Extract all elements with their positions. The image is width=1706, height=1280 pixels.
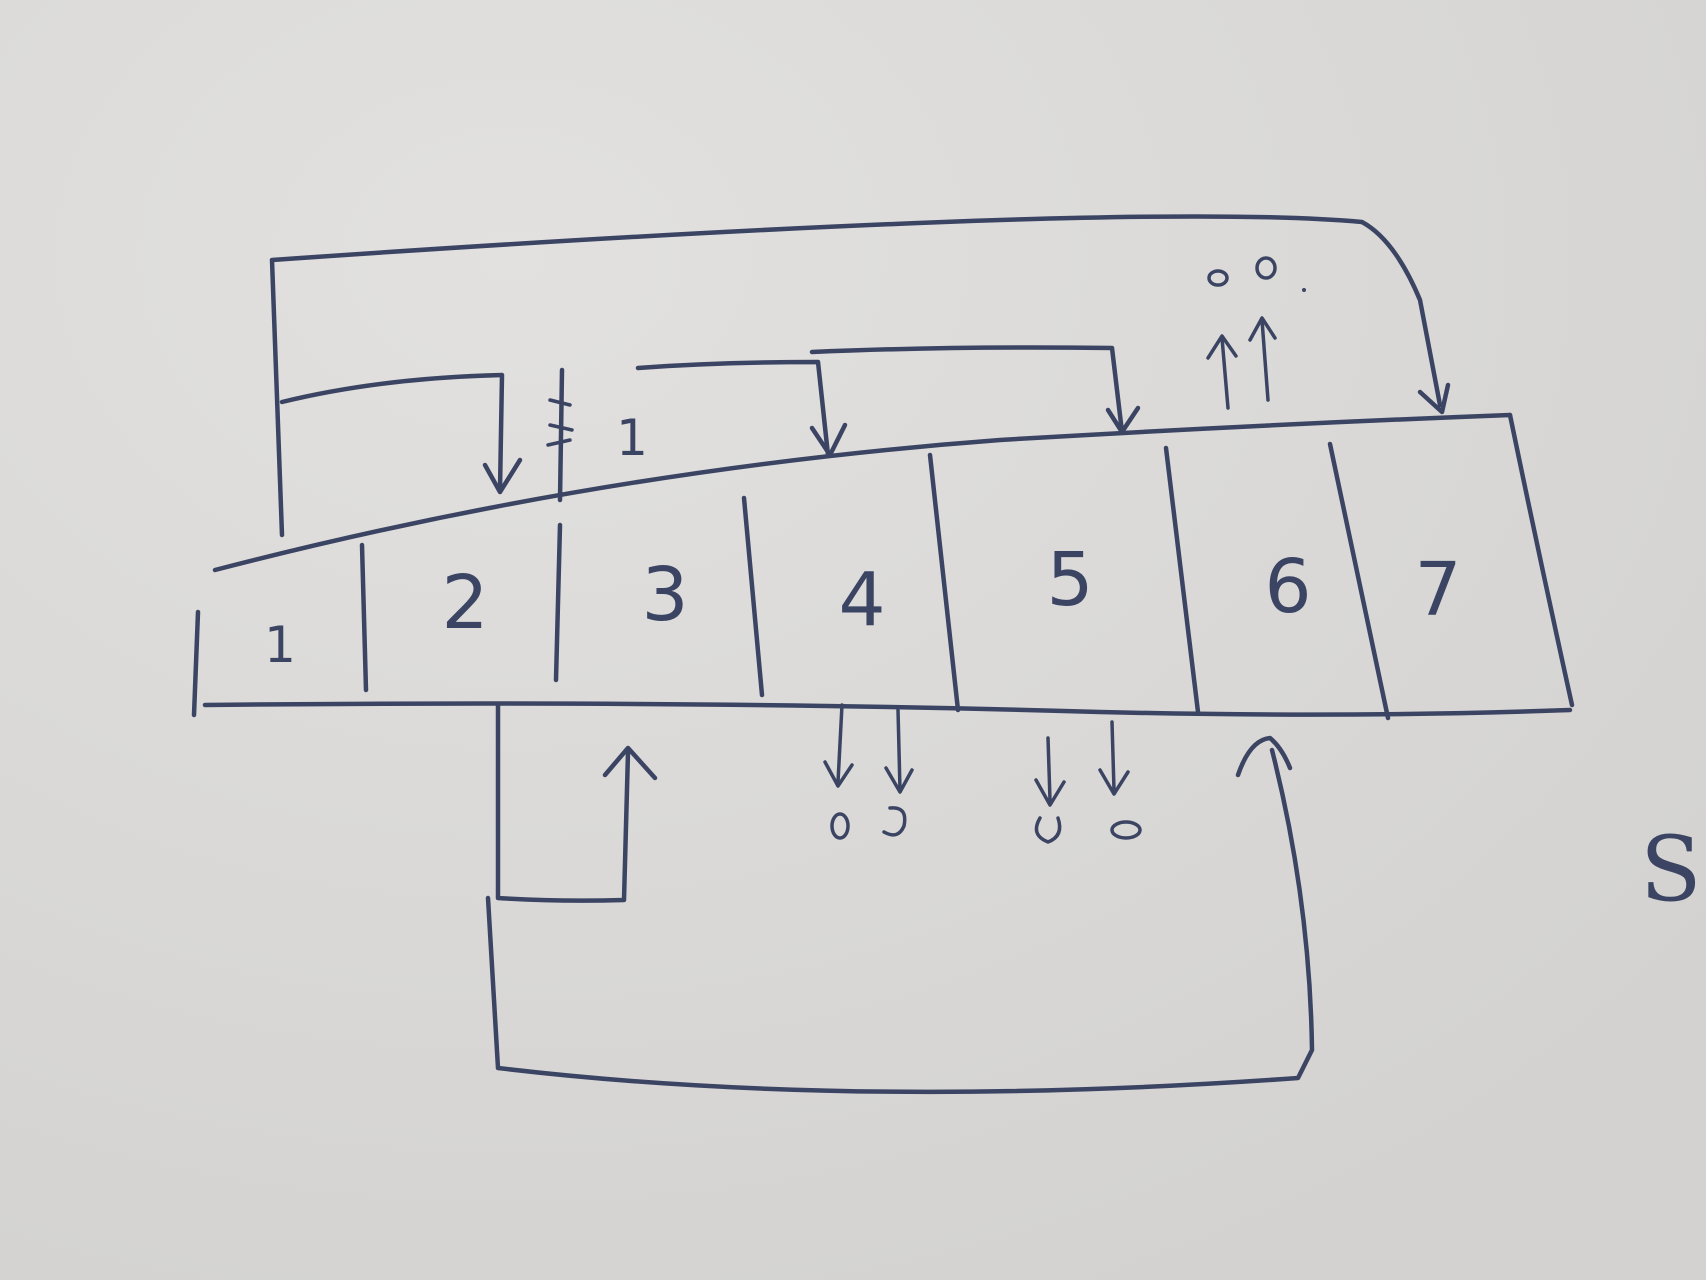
connector-3-to-4 [635, 359, 848, 458]
divider-5-6 [1163, 445, 1201, 715]
divider-3-4 [741, 495, 765, 698]
strip-right-edge [1507, 412, 1575, 708]
outflow-token [1255, 256, 1277, 280]
cell-label-3: 3 [641, 552, 688, 638]
cell-label-5: 5 [1046, 537, 1093, 623]
strip-left-edge [191, 609, 201, 718]
arrowhead-into-6 [1235, 735, 1293, 778]
outflow-arrows-cell-6 [1206, 256, 1306, 410]
connector-4-to-5 [809, 345, 1141, 435]
outflow-arrows-cell-4 [823, 703, 914, 840]
cell-label-1: 1 [264, 616, 296, 674]
cell-label-2: 2 [441, 560, 488, 646]
cell-label-4: 4 [838, 557, 885, 643]
connector-2-to-6-loop [485, 735, 1315, 1095]
cell-labels: 1 2 3 4 5 6 7 [264, 537, 1461, 674]
outflow-token [1207, 269, 1229, 287]
arrowhead-into-2 [482, 457, 523, 495]
cell-label-7: 7 [1414, 547, 1461, 633]
arrowhead-into-4 [809, 422, 848, 458]
connector-2-to-3-loop [495, 702, 658, 903]
outflow-token [1110, 820, 1142, 840]
arrowhead-into-3 [602, 745, 658, 781]
divider-marker: 1 [546, 367, 648, 503]
outflow-arrows-cell-5 [1034, 720, 1142, 844]
connector-1-to-2 [279, 372, 523, 495]
cell-label-6: 6 [1264, 544, 1311, 630]
outflow-token [830, 812, 850, 840]
divider-1-2 [359, 542, 369, 693]
cell-strip [191, 412, 1575, 721]
divider-2-3 [553, 522, 563, 683]
divider-6-7 [1327, 441, 1391, 721]
strip-top-edge [212, 412, 1513, 573]
strip-bottom-edge [202, 701, 1573, 717]
divider-4-5 [927, 452, 961, 713]
connector-1-to-7 [269, 214, 1451, 538]
edge-note: S [1640, 817, 1702, 922]
arrowhead-into-5 [1105, 405, 1141, 435]
top-marker-label: 1 [616, 409, 648, 467]
outflow-token [882, 806, 907, 837]
outflow-token [1034, 816, 1062, 844]
arrowhead-into-7 [1417, 382, 1451, 415]
